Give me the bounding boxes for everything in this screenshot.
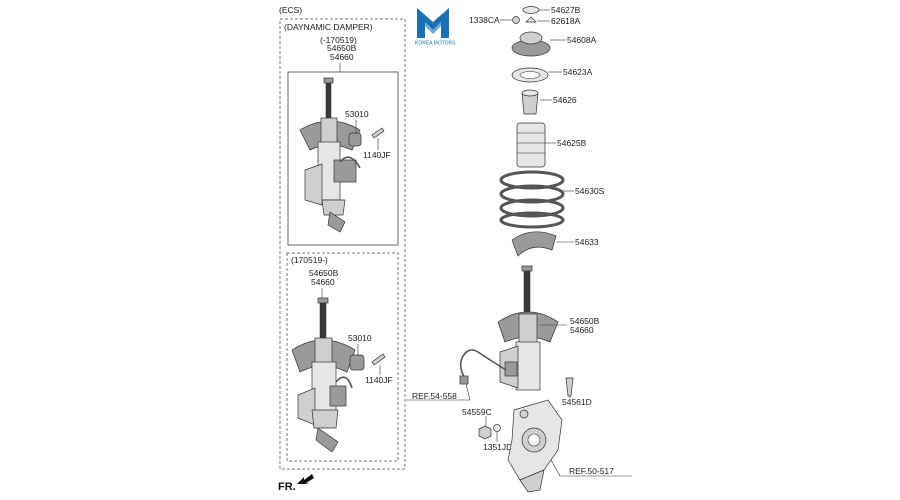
part-54630s-icon	[499, 170, 565, 229]
wire-harness	[339, 156, 361, 169]
damper-body	[515, 341, 541, 391]
label-54559c: 54559C	[462, 407, 492, 417]
bump-stopper-top	[521, 89, 539, 97]
part-54625b-icon	[516, 122, 546, 168]
bolt-1140jf-icon	[371, 127, 385, 139]
spring-coil	[499, 170, 565, 190]
upper-tube	[518, 313, 538, 345]
assembly-b-date-range: (170519-)	[291, 255, 328, 265]
label-54627b: 54627B	[551, 5, 581, 15]
label-54561d: 54561D	[562, 397, 592, 407]
label-ref-sensor: REF.54-558	[412, 391, 457, 401]
ref-sensor-pointer	[465, 383, 471, 401]
strut-b-drawing	[291, 297, 386, 453]
logo-mark-icon	[417, 8, 449, 38]
front-orientation: FR.	[278, 474, 314, 493]
part-62618a-icon	[525, 16, 537, 23]
part-54627b-icon	[522, 6, 540, 14]
label-54608a: 54608A	[567, 35, 597, 45]
weight-53010-icon	[348, 132, 362, 147]
ref-knuckle-pointer	[550, 459, 561, 477]
assembly-b-callout-bolt: 1140JF	[365, 375, 393, 385]
strut-clamp-hole	[519, 409, 529, 419]
logo-text: KOREA MOTORS	[415, 41, 456, 47]
piston-rod	[319, 299, 327, 341]
ecs-wire-harness	[459, 349, 507, 381]
front-arrow-icon	[297, 474, 314, 484]
label-54650b: 54650B	[570, 316, 600, 326]
stabilizer-link	[315, 427, 339, 453]
ecs-boundary	[279, 18, 406, 470]
part-54559c-icon	[478, 425, 492, 440]
assembly-a-title: (DAYNAMIC DAMPER)	[284, 22, 373, 32]
wire-harness	[335, 376, 353, 389]
assembly-a-part-number-2: 54660	[330, 52, 354, 62]
spring-coil	[499, 184, 565, 204]
strut-a-drawing	[299, 77, 385, 233]
rod-tip	[317, 297, 329, 304]
knuckle-icon	[507, 399, 563, 493]
spring-coil	[499, 211, 565, 229]
piston-rod	[523, 267, 531, 317]
bracket	[304, 163, 323, 206]
assembly-a-date-range: (-170519)	[320, 35, 357, 45]
spring-coil	[499, 198, 565, 218]
part-1351jd-icon	[493, 424, 501, 432]
hub-bore-inner	[527, 433, 541, 447]
part-1338ca-icon	[512, 16, 520, 24]
upper-tube	[314, 337, 333, 365]
stabilizer-link	[327, 211, 346, 233]
knuckle-mount	[321, 199, 346, 216]
upper-tube	[320, 117, 338, 144]
front-label: FR.	[278, 481, 296, 493]
knuckle-mount	[311, 409, 339, 429]
label-54633: 54633	[575, 237, 599, 247]
part-54650b-strut-icon	[497, 265, 559, 391]
label-54625b: 54625B	[557, 138, 587, 148]
logo-accent-icon	[425, 22, 441, 34]
rod-tip	[323, 77, 334, 84]
label-54660: 54660	[570, 325, 594, 335]
label-62618a: 62618A	[551, 16, 581, 26]
bearing-hole	[519, 71, 541, 79]
rod-tip	[521, 265, 533, 272]
label-ref-knuckle: REF.50-517	[569, 466, 614, 476]
korea-motors-logo: KOREA MOTORS	[415, 8, 456, 47]
assembly-b-callout-weight: 53010	[348, 333, 372, 343]
ecs-actuator	[504, 361, 518, 377]
bracket	[297, 387, 316, 426]
assembly-b-part-number-2: 54660	[311, 277, 335, 287]
exploded-view: 54627B 1338CA 62618A 54608A 54623A 54626…	[406, 5, 632, 493]
label-54630s: 54630S	[575, 186, 605, 196]
part-54561d-icon	[565, 377, 574, 397]
assembly-a-callout-weight: 53010	[345, 109, 369, 119]
assembly-b-boundary	[286, 252, 399, 462]
part-54633-icon	[511, 231, 557, 257]
ecs-actuator	[329, 385, 347, 407]
assembly-a-part-number-1: 54650B	[327, 43, 357, 53]
assembly-b-part-number-1: 54650B	[309, 268, 339, 278]
piston-rod	[325, 79, 332, 121]
label-54626: 54626	[553, 95, 577, 105]
part-54608a-icon	[519, 31, 543, 45]
assembly-a-frame	[287, 71, 399, 246]
weight-53010-icon	[349, 354, 365, 371]
label-1338ca: 1338CA	[469, 15, 500, 25]
assembly-b: (170519-) 54650B 54660 53010 1140JF	[286, 252, 399, 462]
bolt-1140jf-icon	[371, 353, 386, 366]
label-54623a: 54623A	[563, 67, 593, 77]
label-1351jd: 1351JD	[483, 442, 512, 452]
sensor-connector-icon	[459, 375, 469, 385]
assembly-a-callout-bolt: 1140JF	[363, 150, 391, 160]
assembly-a: (DAYNAMIC DAMPER) (-170519) 54650B 54660…	[284, 22, 399, 246]
ecs-title: (ECS)	[279, 5, 302, 15]
ecs-actuator	[333, 159, 357, 183]
lower-arm-mount	[519, 469, 545, 493]
